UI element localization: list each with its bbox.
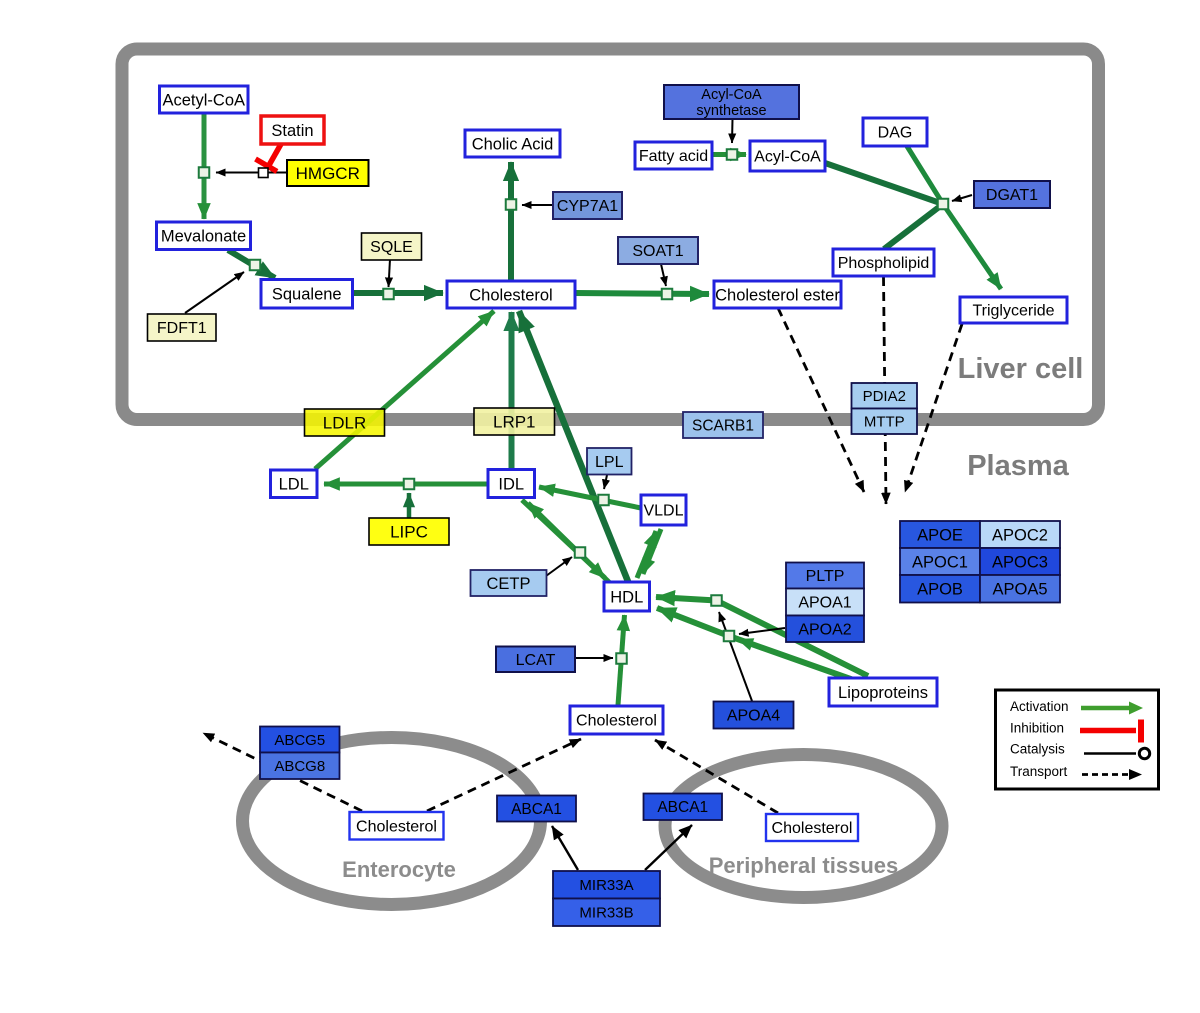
svg-text:Peripheral tissues: Peripheral tissues <box>709 853 899 878</box>
svg-text:Enterocyte: Enterocyte <box>342 857 456 882</box>
svg-text:SCARB1: SCARB1 <box>692 417 754 434</box>
svg-text:synthetase: synthetase <box>696 103 766 119</box>
svg-text:LRP1: LRP1 <box>493 412 536 431</box>
svg-text:LPL: LPL <box>595 454 624 471</box>
svg-text:PDIA2: PDIA2 <box>863 388 906 405</box>
svg-text:Inhibition: Inhibition <box>1010 721 1064 736</box>
svg-text:PLTP: PLTP <box>806 568 845 585</box>
svg-text:SOAT1: SOAT1 <box>632 243 683 260</box>
svg-text:LCAT: LCAT <box>516 652 556 669</box>
svg-text:LDL: LDL <box>279 476 309 494</box>
svg-text:Fatty acid: Fatty acid <box>639 148 708 165</box>
svg-text:APOA5: APOA5 <box>992 581 1047 599</box>
svg-text:SQLE: SQLE <box>370 239 413 256</box>
svg-text:Cholesterol: Cholesterol <box>772 820 853 837</box>
svg-text:APOB: APOB <box>917 581 963 599</box>
svg-text:LIPC: LIPC <box>390 522 428 541</box>
svg-text:CYP7A1: CYP7A1 <box>557 198 618 215</box>
svg-text:Phospholipid: Phospholipid <box>838 255 930 272</box>
svg-text:ABCG8: ABCG8 <box>274 758 325 775</box>
svg-text:Statin: Statin <box>271 122 313 140</box>
svg-text:LDLR: LDLR <box>323 413 366 432</box>
svg-text:Liver cell: Liver cell <box>958 353 1084 385</box>
svg-text:MIR33B: MIR33B <box>579 905 633 922</box>
svg-text:APOE: APOE <box>917 526 963 544</box>
svg-text:APOA2: APOA2 <box>798 621 851 638</box>
svg-text:APOC1: APOC1 <box>912 553 968 571</box>
svg-text:MTTP: MTTP <box>864 414 905 431</box>
svg-text:Acyl-CoA: Acyl-CoA <box>701 87 762 103</box>
svg-text:DAG: DAG <box>878 125 913 142</box>
svg-text:Triglyceride: Triglyceride <box>972 303 1054 320</box>
svg-text:Catalysis: Catalysis <box>1010 742 1065 757</box>
svg-text:ABCA1: ABCA1 <box>511 801 562 818</box>
svg-text:MIR33A: MIR33A <box>579 877 633 894</box>
svg-text:Transport: Transport <box>1010 764 1068 779</box>
svg-text:Cholesterol: Cholesterol <box>356 818 437 835</box>
svg-text:Acetyl-CoA: Acetyl-CoA <box>162 91 245 109</box>
svg-text:Acyl-CoA: Acyl-CoA <box>754 149 821 166</box>
svg-text:APOC2: APOC2 <box>992 526 1048 544</box>
svg-text:VLDL: VLDL <box>643 503 683 520</box>
svg-text:Cholesterol: Cholesterol <box>576 713 657 730</box>
svg-text:APOA4: APOA4 <box>727 708 780 725</box>
svg-text:Activation: Activation <box>1010 699 1069 714</box>
svg-text:Lipoproteins: Lipoproteins <box>838 684 928 702</box>
svg-text:Cholesterol ester: Cholesterol ester <box>715 286 840 304</box>
svg-text:Mevalonate: Mevalonate <box>161 228 246 246</box>
svg-text:Squalene: Squalene <box>272 286 342 304</box>
svg-text:DGAT1: DGAT1 <box>986 187 1038 204</box>
svg-text:Cholesterol: Cholesterol <box>469 286 552 304</box>
svg-text:HMGCR: HMGCR <box>296 164 360 183</box>
svg-text:APOA1: APOA1 <box>798 595 851 612</box>
svg-text:IDL: IDL <box>498 475 524 493</box>
svg-text:ABCA1: ABCA1 <box>657 799 708 816</box>
svg-text:Plasma: Plasma <box>967 450 1069 482</box>
svg-text:HDL: HDL <box>610 588 643 606</box>
svg-text:CETP: CETP <box>486 575 530 593</box>
svg-text:ABCG5: ABCG5 <box>274 732 325 749</box>
svg-text:APOC3: APOC3 <box>992 553 1048 571</box>
svg-text:FDFT1: FDFT1 <box>157 320 207 337</box>
svg-text:Cholic Acid: Cholic Acid <box>472 135 554 153</box>
